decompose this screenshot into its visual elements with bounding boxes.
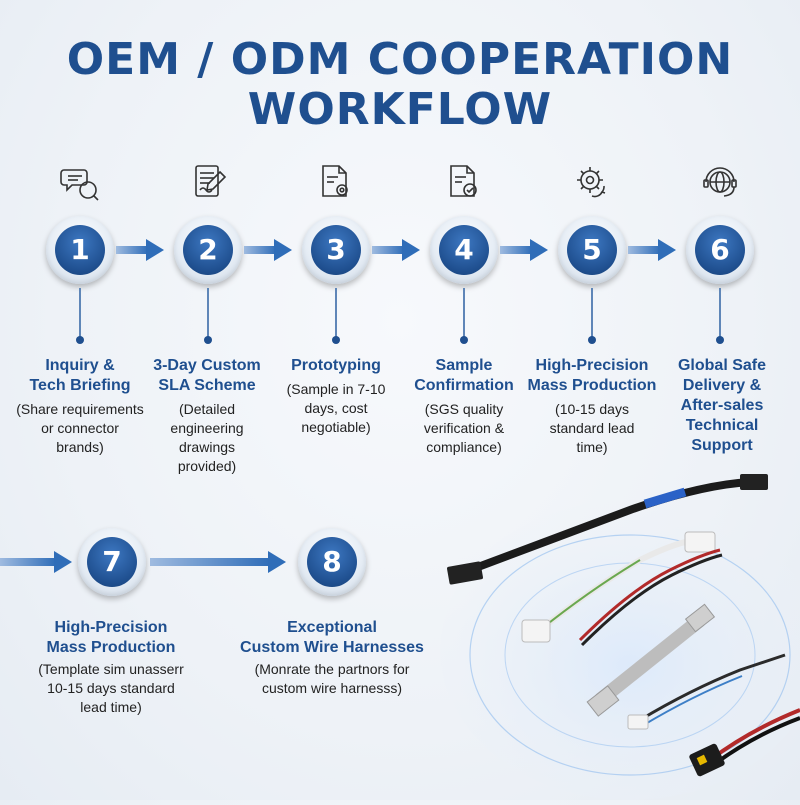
step-4-description: (SGS quality verification & compliance)	[423, 401, 505, 455]
step-8-number: 8	[307, 537, 357, 587]
arrow-1-2	[116, 239, 164, 261]
step-4-title: Sample Confirmation	[414, 357, 514, 394]
step-1-description: (Share requirements or connector brands)	[16, 401, 144, 455]
step-5-circle: 5	[558, 216, 626, 284]
arrow-4-5	[500, 239, 548, 261]
step-2-connector	[207, 288, 209, 338]
chat-bubbles-icon	[60, 162, 100, 202]
step-4-number: 4	[439, 225, 489, 275]
step-3-dot	[332, 336, 340, 344]
step-4-connector	[463, 288, 465, 338]
step-2-description: (Detailed engineering drawings provided)	[170, 401, 244, 474]
arrow-into-7	[0, 551, 72, 573]
step-6-connector	[719, 288, 721, 338]
step-8-circle: 8	[298, 528, 366, 596]
arrow-2-3	[244, 239, 292, 261]
page-title-line1: OEM / ODM COOPERATION	[66, 34, 734, 85]
step-3-connector	[335, 288, 337, 338]
step-5-connector	[591, 288, 593, 338]
step-5-description: (10-15 days standard lead time)	[549, 401, 635, 455]
step-8-description: (Monrate the partnors for custom wire ha…	[254, 661, 410, 696]
globe-headset-icon	[700, 162, 740, 202]
step-5-title: High-Precision Mass Production	[527, 357, 657, 394]
step-6-number: 6	[695, 225, 745, 275]
document-check-icon	[444, 162, 484, 202]
step-8-title: Exceptional Custom Wire Harnesses	[240, 619, 424, 656]
step-2-dot	[204, 336, 212, 344]
step-1-title: Inquiry & Tech Briefing	[29, 357, 131, 394]
step-2-title: 3-Day Custom SLA Scheme	[153, 357, 261, 394]
step-6-title: Global Safe Delivery & After-sales Techn…	[677, 357, 767, 454]
step-2-circle: 2	[174, 216, 242, 284]
step-5-dot	[588, 336, 596, 344]
step-3-title: Prototyping	[291, 357, 381, 374]
step-1-connector	[79, 288, 81, 338]
step-3-number: 3	[311, 225, 361, 275]
step-6-circle: 6	[686, 216, 754, 284]
step-7-title: High-Precision Mass Production	[46, 619, 176, 656]
document-gear-icon	[316, 162, 356, 202]
document-pen-icon	[190, 162, 230, 202]
step-7-description: (Template sim unasserr 10-15 days standa…	[38, 661, 184, 715]
arrow-3-4	[372, 239, 420, 261]
step-4-circle: 4	[430, 216, 498, 284]
arrow-5-6	[628, 239, 676, 261]
step-7-circle: 7	[78, 528, 146, 596]
step-6-dot	[716, 336, 724, 344]
step-7-number: 7	[87, 537, 137, 587]
page-title-line2: WORKFLOW	[247, 84, 553, 135]
step-4-dot	[460, 336, 468, 344]
step-1-number: 1	[55, 225, 105, 275]
step-5-number: 5	[567, 225, 617, 275]
step-1-dot	[76, 336, 84, 344]
step-2-number: 2	[183, 225, 233, 275]
wire-harness-product-image	[430, 470, 800, 800]
step-3-circle: 3	[302, 216, 370, 284]
arrow-7-8	[150, 551, 286, 573]
gear-cycle-icon	[572, 162, 612, 202]
step-1-circle: 1	[46, 216, 114, 284]
step-3-description: (Sample in 7-10 days, cost negotiable)	[286, 381, 386, 435]
